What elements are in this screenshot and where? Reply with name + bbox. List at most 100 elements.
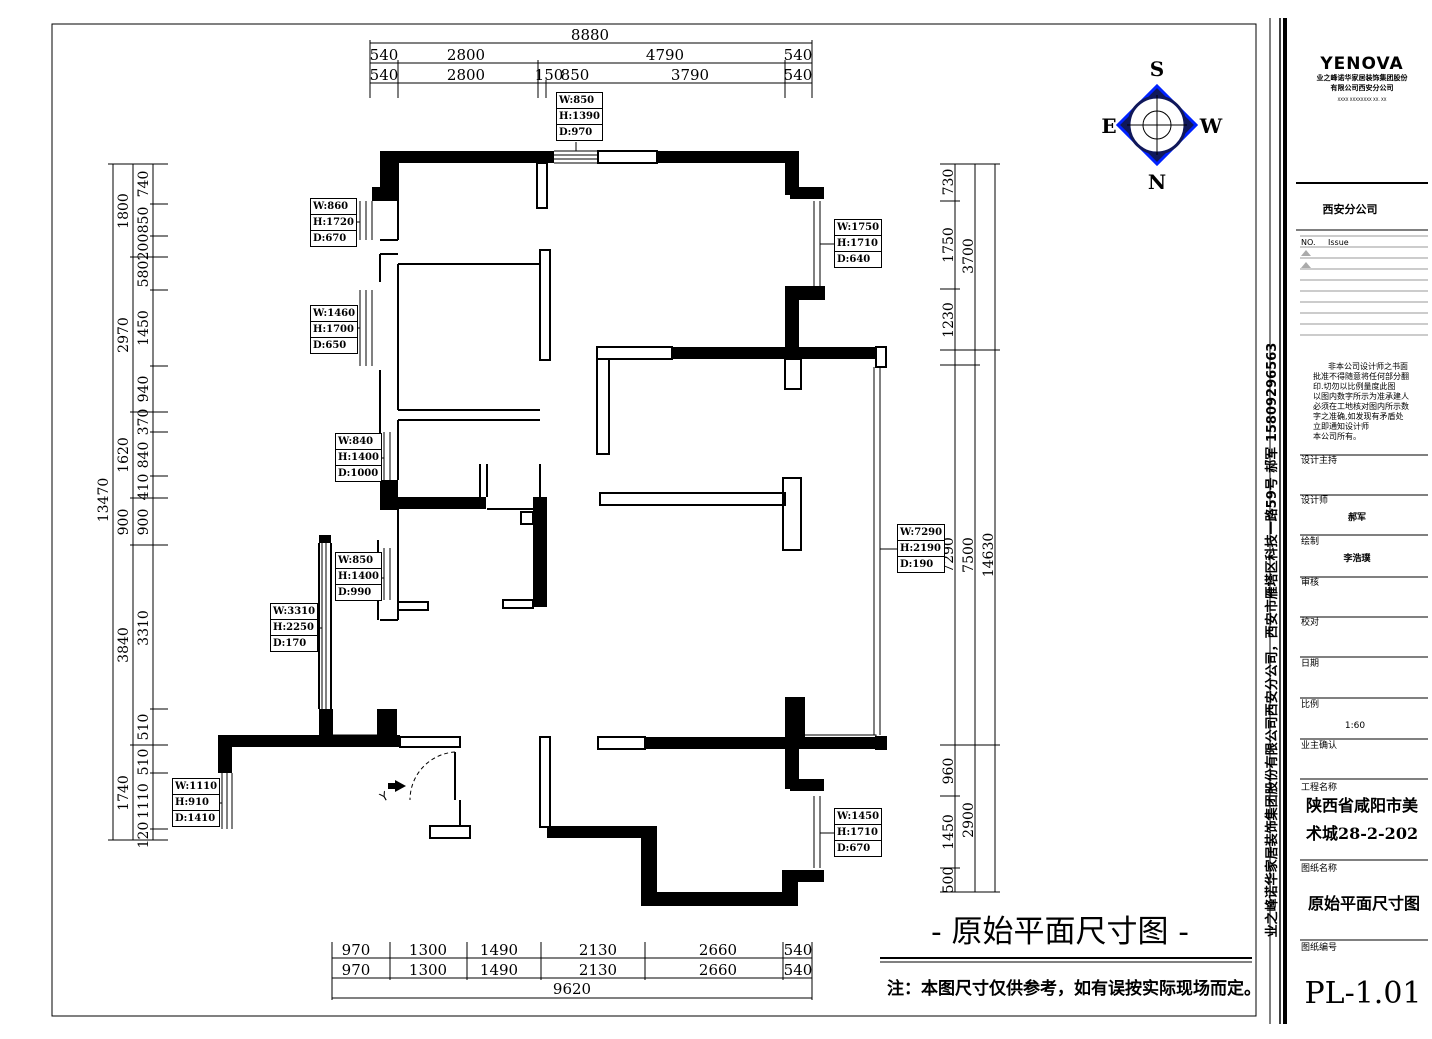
dim-bottom-r2-3: 1490 xyxy=(480,961,518,979)
dim-bottom-r1-3: 1490 xyxy=(480,941,518,959)
dim-left-outer-2: 2970 xyxy=(116,317,132,353)
drawing-frame xyxy=(51,23,1257,1017)
dim-left-inner-7: 370 xyxy=(136,409,152,436)
dim-bottom-r2-4: 2130 xyxy=(579,961,617,979)
dim-right-inner-1: 730 xyxy=(941,169,957,196)
issue-triangle-icon xyxy=(1301,250,1311,256)
drawing-no: PL-1.01 xyxy=(1304,976,1421,1011)
svg-text:立即通知设计师: 立即通知设计师 xyxy=(1313,421,1369,431)
dim-right-inner-5: 960 xyxy=(941,758,957,785)
project-name-1: 陕西省咸阳市美 xyxy=(1306,796,1419,815)
dim-left-inner-4: 580 xyxy=(136,261,152,288)
window-tag-d: D:170 xyxy=(273,638,307,649)
dim-top-r1-4: 540 xyxy=(784,46,813,64)
dim-bottom-r1-2: 1300 xyxy=(409,941,447,959)
walls-solid xyxy=(218,151,885,906)
drawing-note: 注：本图尺寸仅供参考，如有误按实际现场而定。 xyxy=(887,978,1261,999)
review-label: 审核 xyxy=(1301,576,1319,588)
window-tag-w: W:1110 xyxy=(173,779,220,795)
dim-bottom-r1-5: 2660 xyxy=(699,941,737,959)
left-dimensions xyxy=(108,163,168,841)
window-tag-h: H:1390 xyxy=(557,109,602,125)
drawing-no-label: 图纸编号 xyxy=(1301,941,1337,953)
drawing-title: - 原始平面尺寸图 - xyxy=(931,914,1189,950)
date-label: 日期 xyxy=(1301,658,1319,669)
top-dimensions xyxy=(369,40,813,98)
dim-top-r2-5: 3790 xyxy=(671,66,709,84)
drawing-name-label: 图纸名称 xyxy=(1301,862,1337,874)
dim-left-outer-5: 3840 xyxy=(116,627,132,663)
window-tag-d: D:970 xyxy=(559,127,593,138)
drawing-name: 原始平面尺寸图 xyxy=(1308,894,1420,913)
dim-top-r2-6: 540 xyxy=(784,66,813,84)
svg-text:批准不得随意将任何部分翻: 批准不得随意将任何部分翻 xyxy=(1313,371,1409,381)
bottom-dimensions xyxy=(331,942,813,1000)
dim-left-inner-15: 120 xyxy=(136,822,152,849)
dim-left-outer-6: 1740 xyxy=(116,775,132,811)
door-swing xyxy=(409,751,456,801)
window-tag-h: H:2250 xyxy=(271,620,318,636)
dim-left-inner-12: 510 xyxy=(136,714,152,741)
window-tag-d: D:190 xyxy=(900,559,934,570)
dim-bottom-r1-4: 2130 xyxy=(579,941,617,959)
dim-left-inner-14: 1110 xyxy=(136,783,152,819)
svg-text:印.切勿以比例量度此图: 印.切勿以比例量度此图 xyxy=(1313,381,1396,391)
entrance-arrow-icon xyxy=(395,780,406,792)
window-tag-h: H:1720 xyxy=(311,215,356,231)
project-name-2: 术城28-2-202 xyxy=(1305,824,1418,843)
check-label: 校对 xyxy=(1301,616,1319,628)
compass-s: S xyxy=(1150,57,1164,81)
right-dimensions xyxy=(940,163,1000,893)
dim-bottom-r2-5: 2660 xyxy=(699,961,737,979)
entrance-marker: Y xyxy=(377,788,392,805)
window-tag-h: H:1710 xyxy=(835,825,882,841)
designer-label: 设计师 xyxy=(1301,494,1328,506)
dim-left-total: 13470 xyxy=(96,478,112,523)
compass-w: W xyxy=(1199,114,1223,138)
window-tag-w: W:3310 xyxy=(271,604,318,620)
drafter-name: 李浩璞 xyxy=(1342,552,1371,564)
window-tag-h: H:1710 xyxy=(835,236,882,252)
window-tag-w: W:1750 xyxy=(835,220,882,236)
svg-text:必须在工地核对图内所示数: 必须在工地核对图内所示数 xyxy=(1313,401,1409,411)
dim-left-inner-8: 840 xyxy=(136,442,152,469)
dim-left-outer-1: 1800 xyxy=(116,193,132,229)
company-side-text: 业之峰诺华家居装饰集团股份有限公司西安分公司，西安市雁塔区科技一路59号 郝军 … xyxy=(1264,343,1280,938)
scale-label: 比例 xyxy=(1301,698,1319,710)
window-tag-w: W:1450 xyxy=(835,809,882,825)
dim-top-r1-1: 540 xyxy=(370,46,399,64)
dim-left-inner-11: 3310 xyxy=(136,610,152,646)
dim-top-r2-2: 2800 xyxy=(447,66,485,84)
window-tag-w: W:850 xyxy=(336,553,381,569)
dim-left-inner-1: 740 xyxy=(136,171,152,198)
svg-text:非本公司设计师之书面: 非本公司设计师之书面 xyxy=(1328,361,1408,371)
dim-left-inner-13: 510 xyxy=(136,749,152,776)
window-tag-w: W:860 xyxy=(311,199,356,215)
svg-text:字之准确,如发现有矛盾处: 字之准确,如发现有矛盾处 xyxy=(1313,411,1404,421)
window-tag-h: H:910 xyxy=(173,795,220,811)
window-tag-w: W:850 xyxy=(557,93,602,109)
dim-right-inner-6: 1450 xyxy=(941,814,957,850)
window-tag-h: H:1400 xyxy=(336,450,381,466)
window-tag-d: D:640 xyxy=(837,254,871,265)
dim-bottom-r1-1: 970 xyxy=(342,941,371,959)
dim-left-inner-3: 200 xyxy=(136,234,152,261)
dim-left-inner-9: 410 xyxy=(136,474,152,501)
compass-e: E xyxy=(1101,114,1116,138)
dim-top-r1-2: 2800 xyxy=(447,46,485,64)
dim-bottom-r2-1: 970 xyxy=(342,961,371,979)
window-tag-w: W:840 xyxy=(336,434,381,450)
window-tag-d: D:670 xyxy=(837,843,871,854)
compass-n: N xyxy=(1148,170,1166,194)
branch-name: 西安分公司 xyxy=(1323,202,1378,216)
dim-right-inner-3: 1230 xyxy=(941,302,957,338)
svg-text:以图内数字所示为准承建人: 以图内数字所示为准承建人 xyxy=(1313,391,1409,401)
walls-outline xyxy=(318,150,887,839)
drafter-label: 绘制 xyxy=(1301,535,1319,547)
